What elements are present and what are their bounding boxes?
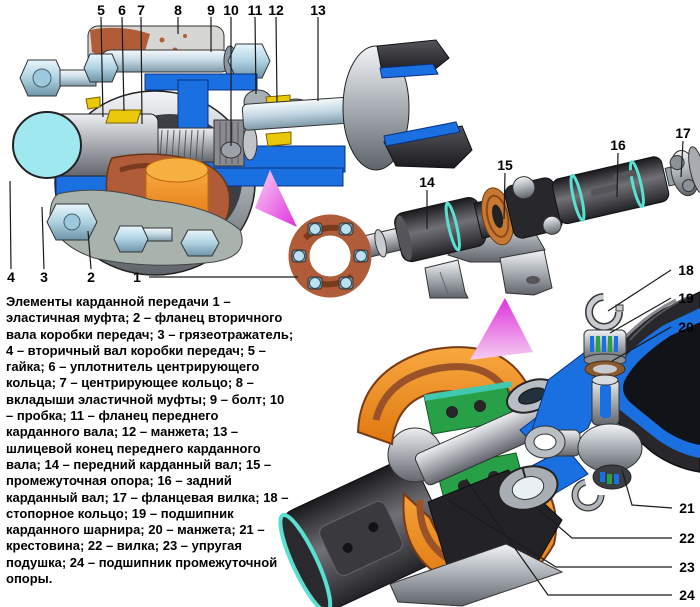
callout-22: 22 <box>679 530 695 546</box>
elastic-coupling-spider <box>288 214 372 298</box>
gearbox-coupling-cutaway <box>12 25 473 276</box>
callout-9: 9 <box>207 2 215 18</box>
callout-10: 10 <box>223 2 239 18</box>
gearbox-output-shaft-end <box>12 111 82 179</box>
callout-21: 21 <box>679 500 695 516</box>
yoke-eye-lower <box>497 465 559 511</box>
callout-15: 15 <box>497 157 513 173</box>
pink-beam-2 <box>470 298 533 360</box>
callout-6: 6 <box>118 2 126 18</box>
callout-8: 8 <box>174 2 182 18</box>
seal-ring <box>584 360 626 378</box>
callout-1: 1 <box>133 269 141 285</box>
callout-19: 19 <box>678 290 694 306</box>
callout-11: 11 <box>247 2 263 18</box>
front-yoke-fork <box>342 39 473 171</box>
callout-18: 18 <box>678 262 694 278</box>
callout-5: 5 <box>97 2 105 18</box>
intermediate-support-cutaway <box>278 346 593 607</box>
universal-joint-exploded <box>524 291 700 512</box>
callout-12: 12 <box>268 2 284 18</box>
pink-beam-1 <box>255 170 297 227</box>
cross-journal <box>524 374 643 512</box>
figure-caption: Элементы карданной передачи 1 – эластичн… <box>6 294 294 587</box>
callout-20: 20 <box>678 319 694 335</box>
snap-ring <box>585 293 624 331</box>
callout-16: 16 <box>610 137 626 153</box>
callout-24: 24 <box>679 587 695 603</box>
callout-13: 13 <box>310 2 326 18</box>
callout-23: 23 <box>679 559 695 575</box>
callout-2: 2 <box>87 269 95 285</box>
callout-17: 17 <box>675 125 691 141</box>
callout-4: 4 <box>7 269 15 285</box>
callout-3: 3 <box>40 269 48 285</box>
leader-lines <box>9 16 684 596</box>
callout-14: 14 <box>419 174 435 190</box>
driveshaft-assembly <box>288 146 700 299</box>
callout-7: 7 <box>137 2 145 18</box>
